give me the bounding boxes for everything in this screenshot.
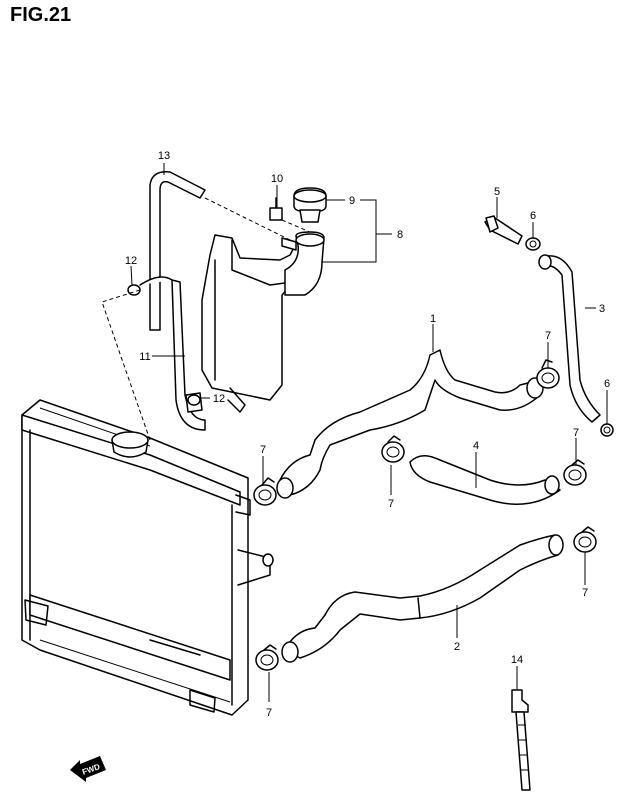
callout-7-c: 7 xyxy=(388,498,394,510)
callout-12-lower: 12 xyxy=(213,393,225,405)
clamp-7-b xyxy=(253,477,277,506)
clamp-7-c xyxy=(381,435,405,463)
heater-hose xyxy=(538,254,601,423)
callout-7-d: 7 xyxy=(573,427,579,439)
callout-7-b: 7 xyxy=(260,444,266,456)
clamp-7-a xyxy=(536,359,560,389)
callout-7-f: 7 xyxy=(266,707,272,719)
lower-radiator-hose xyxy=(281,534,564,663)
figure-title: FIG.21 xyxy=(10,4,72,26)
clamp-7-d xyxy=(563,459,587,486)
forward-arrow-icon: FWD xyxy=(70,756,106,782)
bolt-10 xyxy=(269,197,283,221)
callout-6-upper: 6 xyxy=(530,210,536,222)
connector-5 xyxy=(484,215,523,245)
reservoir-cap xyxy=(293,187,327,223)
callout-2: 2 xyxy=(454,641,460,653)
clamp-6-upper xyxy=(525,237,541,251)
callout-7-e: 7 xyxy=(582,587,588,599)
clamp-7-f xyxy=(255,644,279,671)
callout-10: 10 xyxy=(271,173,283,185)
callout-6-lower: 6 xyxy=(604,378,610,390)
reference-line xyxy=(281,219,311,233)
callout-4: 4 xyxy=(473,440,479,452)
callout-11: 11 xyxy=(139,351,150,363)
reference-line xyxy=(101,289,151,441)
callout-14: 14 xyxy=(511,654,523,666)
upper-radiator-hose xyxy=(276,349,544,499)
radiator xyxy=(21,399,274,716)
callout-8: 8 xyxy=(397,229,403,241)
clamp-6-lower xyxy=(600,423,614,437)
callout-1: 1 xyxy=(430,313,436,325)
leader-lines xyxy=(130,163,608,702)
callout-13: 13 xyxy=(158,150,170,162)
callout-5: 5 xyxy=(494,186,500,198)
overflow-hose xyxy=(139,171,206,431)
clamp-7-e xyxy=(573,526,597,553)
callout-7-a: 7 xyxy=(545,330,551,342)
callout-9: 9 xyxy=(349,195,355,207)
callout-3: 3 xyxy=(599,303,605,315)
reservoir-tank xyxy=(201,231,325,413)
hose-4 xyxy=(409,455,561,505)
hose-clip-14 xyxy=(511,689,531,791)
clamp-12-lower xyxy=(187,394,201,406)
callout-labels: 1 2 3 4 5 6 6 7 7 7 7 7 7 8 9 10 11 12 1… xyxy=(125,150,610,719)
reference-line xyxy=(204,197,291,241)
callout-12-upper: 12 xyxy=(125,255,137,267)
